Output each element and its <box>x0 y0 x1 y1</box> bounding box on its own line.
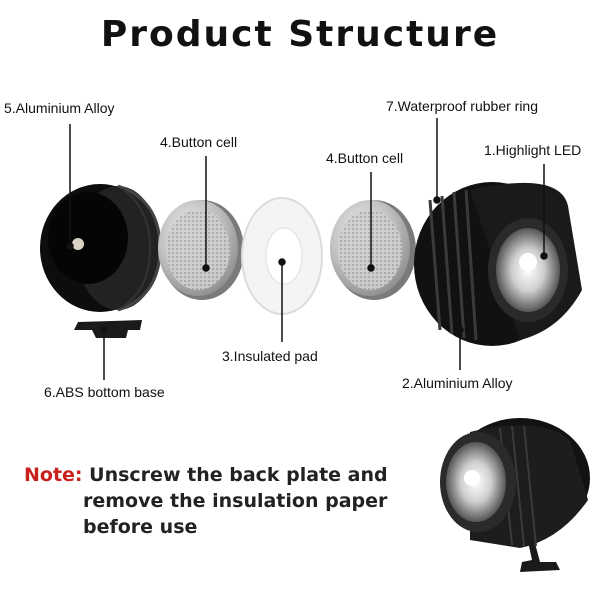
button-cell-right <box>330 200 416 300</box>
label-insulated-pad-3: 3.Insulated pad <box>222 348 318 364</box>
screw-dot <box>72 238 84 250</box>
note-block: Note: Unscrew the back plate and remove … <box>24 462 388 540</box>
label-button-cell-4b: 4.Button cell <box>326 150 404 166</box>
back-housing <box>40 184 162 338</box>
label-aluminium-alloy-2: 2.Aluminium Alloy <box>402 375 513 391</box>
page-title: Product Structure <box>100 14 500 55</box>
note-key: Note: <box>24 464 83 486</box>
note-line-2: remove the insulation paper <box>83 490 388 512</box>
insulated-pad <box>241 197 323 315</box>
label-button-cell-4a: 4.Button cell <box>160 134 238 150</box>
abs-bottom-base <box>74 320 142 338</box>
button-cell-left <box>158 200 244 300</box>
label-aluminium-alloy-5: 5.Aluminium Alloy <box>4 100 115 116</box>
note-line-3: before use <box>83 516 198 538</box>
front-housing <box>414 182 582 346</box>
label-waterproof-ring-7: 7.Waterproof rubber ring <box>386 98 538 114</box>
note-line-1: Unscrew the back plate and <box>89 464 388 486</box>
label-abs-base-6: 6.ABS bottom base <box>44 384 165 400</box>
label-highlight-led-1: 1.Highlight LED <box>484 142 582 158</box>
assembled-light <box>440 418 590 572</box>
callout-lines <box>66 118 548 380</box>
